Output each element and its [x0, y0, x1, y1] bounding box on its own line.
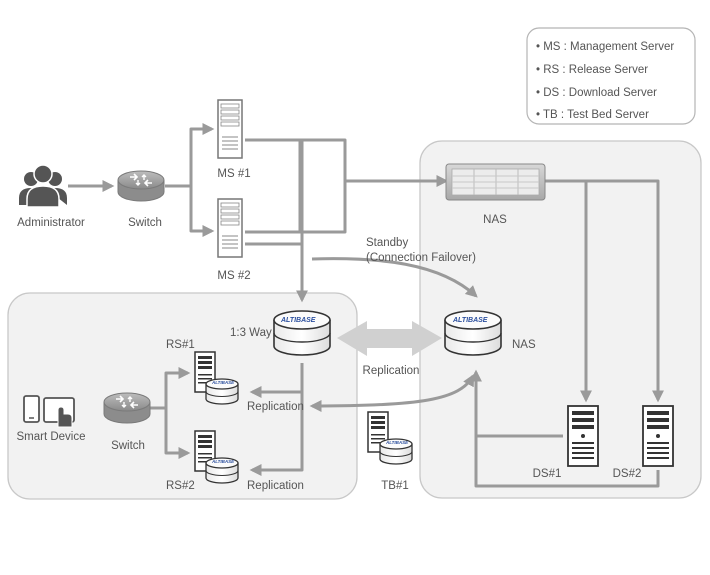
db-to-rs2-arrow [249, 392, 304, 476]
rs1-label: RS#1 [166, 339, 195, 351]
switch-top-icon [117, 170, 165, 202]
altibase-logo-tb1: ALTIBASE [385, 440, 409, 445]
legend-item-rs: • RS : Release Server [536, 64, 648, 76]
ds2-label: DS#2 [613, 468, 642, 480]
replication-double-arrow [337, 321, 442, 356]
ms2-server-icon [217, 198, 243, 258]
rs2-label: RS#2 [166, 480, 195, 492]
nas-to-ds2-arrow [586, 179, 664, 403]
legend: • MS : Management Server • RS : Release … [526, 27, 696, 125]
nas-db-label: NAS [512, 339, 536, 351]
switch-top-label: Switch [128, 217, 162, 229]
smart-device-icon [23, 395, 75, 428]
standby-label: Standby [366, 237, 408, 249]
tb1-label: TB#1 [381, 480, 409, 492]
ms1-server-icon [217, 99, 243, 159]
nas-storage-icon [445, 163, 546, 201]
legend-item-ms: • MS : Management Server [536, 41, 674, 53]
switch-to-ms2-arrow [189, 186, 215, 237]
ms1-label: MS #1 [217, 168, 250, 180]
ds1-label: DS#1 [533, 468, 562, 480]
switch-to-rs2-arrow [164, 408, 191, 459]
replication-rs1-label: Replication [247, 401, 304, 413]
switch-to-rs1-arrow [150, 367, 191, 410]
ds1-server-icon [567, 405, 599, 467]
altibase-logo-nas: ALTIBASE [452, 317, 488, 324]
replication-center-label: Replication [363, 365, 420, 377]
smart-device-label: Smart Device [16, 431, 85, 443]
connectors [68, 123, 664, 488]
altibase-logo-rs2: ALTIBASE [211, 459, 235, 464]
nas-zone [419, 140, 702, 499]
switch-bottom-label: Switch [111, 440, 145, 452]
administrator-icon [19, 164, 67, 208]
connection-failover-label: (Connection Failover) [366, 252, 476, 264]
way-label: 1:3 Way [230, 327, 272, 339]
nas-top-label: NAS [483, 214, 507, 226]
legend-item-ds: • DS : Download Server [536, 87, 657, 99]
legend-item-tb: • TB : Test Bed Server [536, 109, 649, 121]
standby-failover-arrow [311, 257, 478, 298]
administrator-label: Administrator [17, 217, 85, 229]
replication-rs2-label: Replication [247, 480, 304, 492]
switch-bottom-icon [103, 392, 151, 424]
ms2-label: MS #2 [217, 270, 250, 282]
altibase-logo-main: ALTIBASE [280, 317, 316, 324]
ds2-server-icon [642, 405, 674, 467]
altibase-logo-rs1: ALTIBASE [211, 380, 235, 385]
nasdb-to-rs-replication-arrow [309, 373, 475, 412]
switch-to-ms1-arrow [165, 123, 215, 188]
ms-to-nas-arrow [245, 138, 449, 187]
